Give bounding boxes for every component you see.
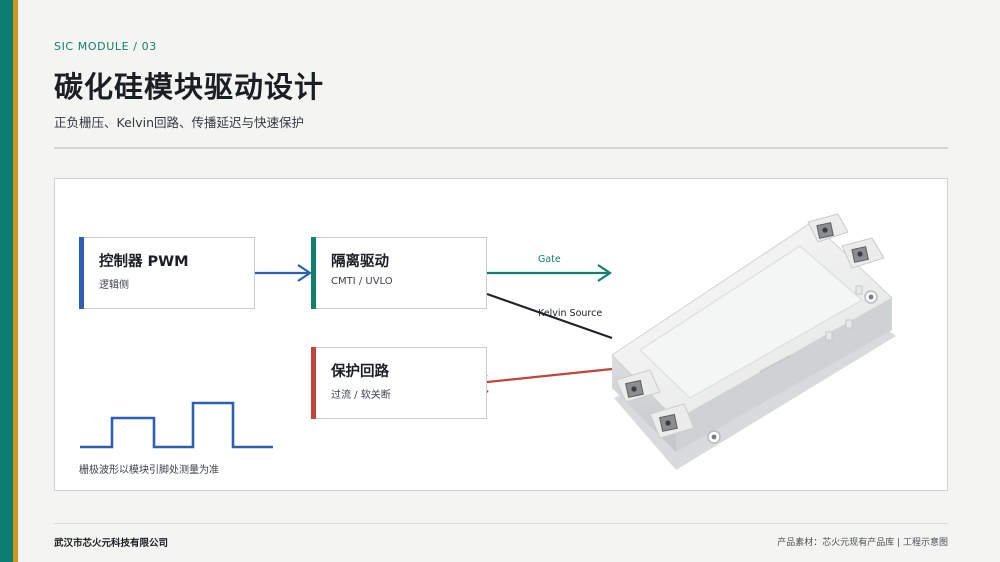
sic-module-image: [611, 213, 896, 470]
protection-circuit-block: 保护回路 过流 / 软关断: [311, 347, 487, 419]
driver-block-title: 隔离驱动: [331, 254, 389, 270]
footer-source-note: 产品素材：芯火元现有产品库 | 工程示意图: [777, 538, 948, 548]
pwm-link-arrow: [255, 264, 312, 282]
page-subtitle: 正负栅压、Kelvin回路、传播延迟与快速保护: [54, 115, 305, 130]
controller-block-stripe: [79, 237, 84, 309]
controller-pwm-block: 控制器 PWM 逻辑侧: [79, 237, 255, 309]
kelvin-source-line: [486, 292, 613, 340]
controller-block-title: 控制器 PWM: [99, 254, 189, 270]
protection-block-title: 保护回路: [331, 364, 389, 380]
kelvin-source-label: Kelvin Source: [538, 308, 603, 319]
brand-accent-bar: [0, 0, 13, 562]
page-title: 碳化硅模块驱动设计: [54, 70, 325, 104]
driver-block-subtitle: CMTI / UVLO: [331, 276, 393, 287]
header-divider: [54, 147, 948, 149]
gate-waveform: [80, 401, 273, 449]
protection-block-subtitle: 过流 / 软关断: [331, 390, 391, 401]
brand-accent-edge: [13, 0, 18, 562]
footer-company: 武汉市芯火元科技有限公司: [54, 538, 169, 549]
isolated-driver-block: 隔离驱动 CMTI / UVLO: [311, 237, 487, 309]
section-tag: SIC MODULE / 03: [54, 40, 157, 53]
waveform-caption: 栅极波形以模块引脚处测量为准: [79, 465, 219, 476]
protection-block-stripe: [311, 347, 316, 419]
footer-divider: [54, 523, 948, 524]
driver-block-stripe: [311, 237, 316, 309]
gate-arrow: [487, 264, 612, 282]
protection-feedback-arrow: [474, 367, 613, 393]
controller-block-subtitle: 逻辑侧: [99, 280, 129, 291]
gate-label: Gate: [538, 254, 561, 265]
